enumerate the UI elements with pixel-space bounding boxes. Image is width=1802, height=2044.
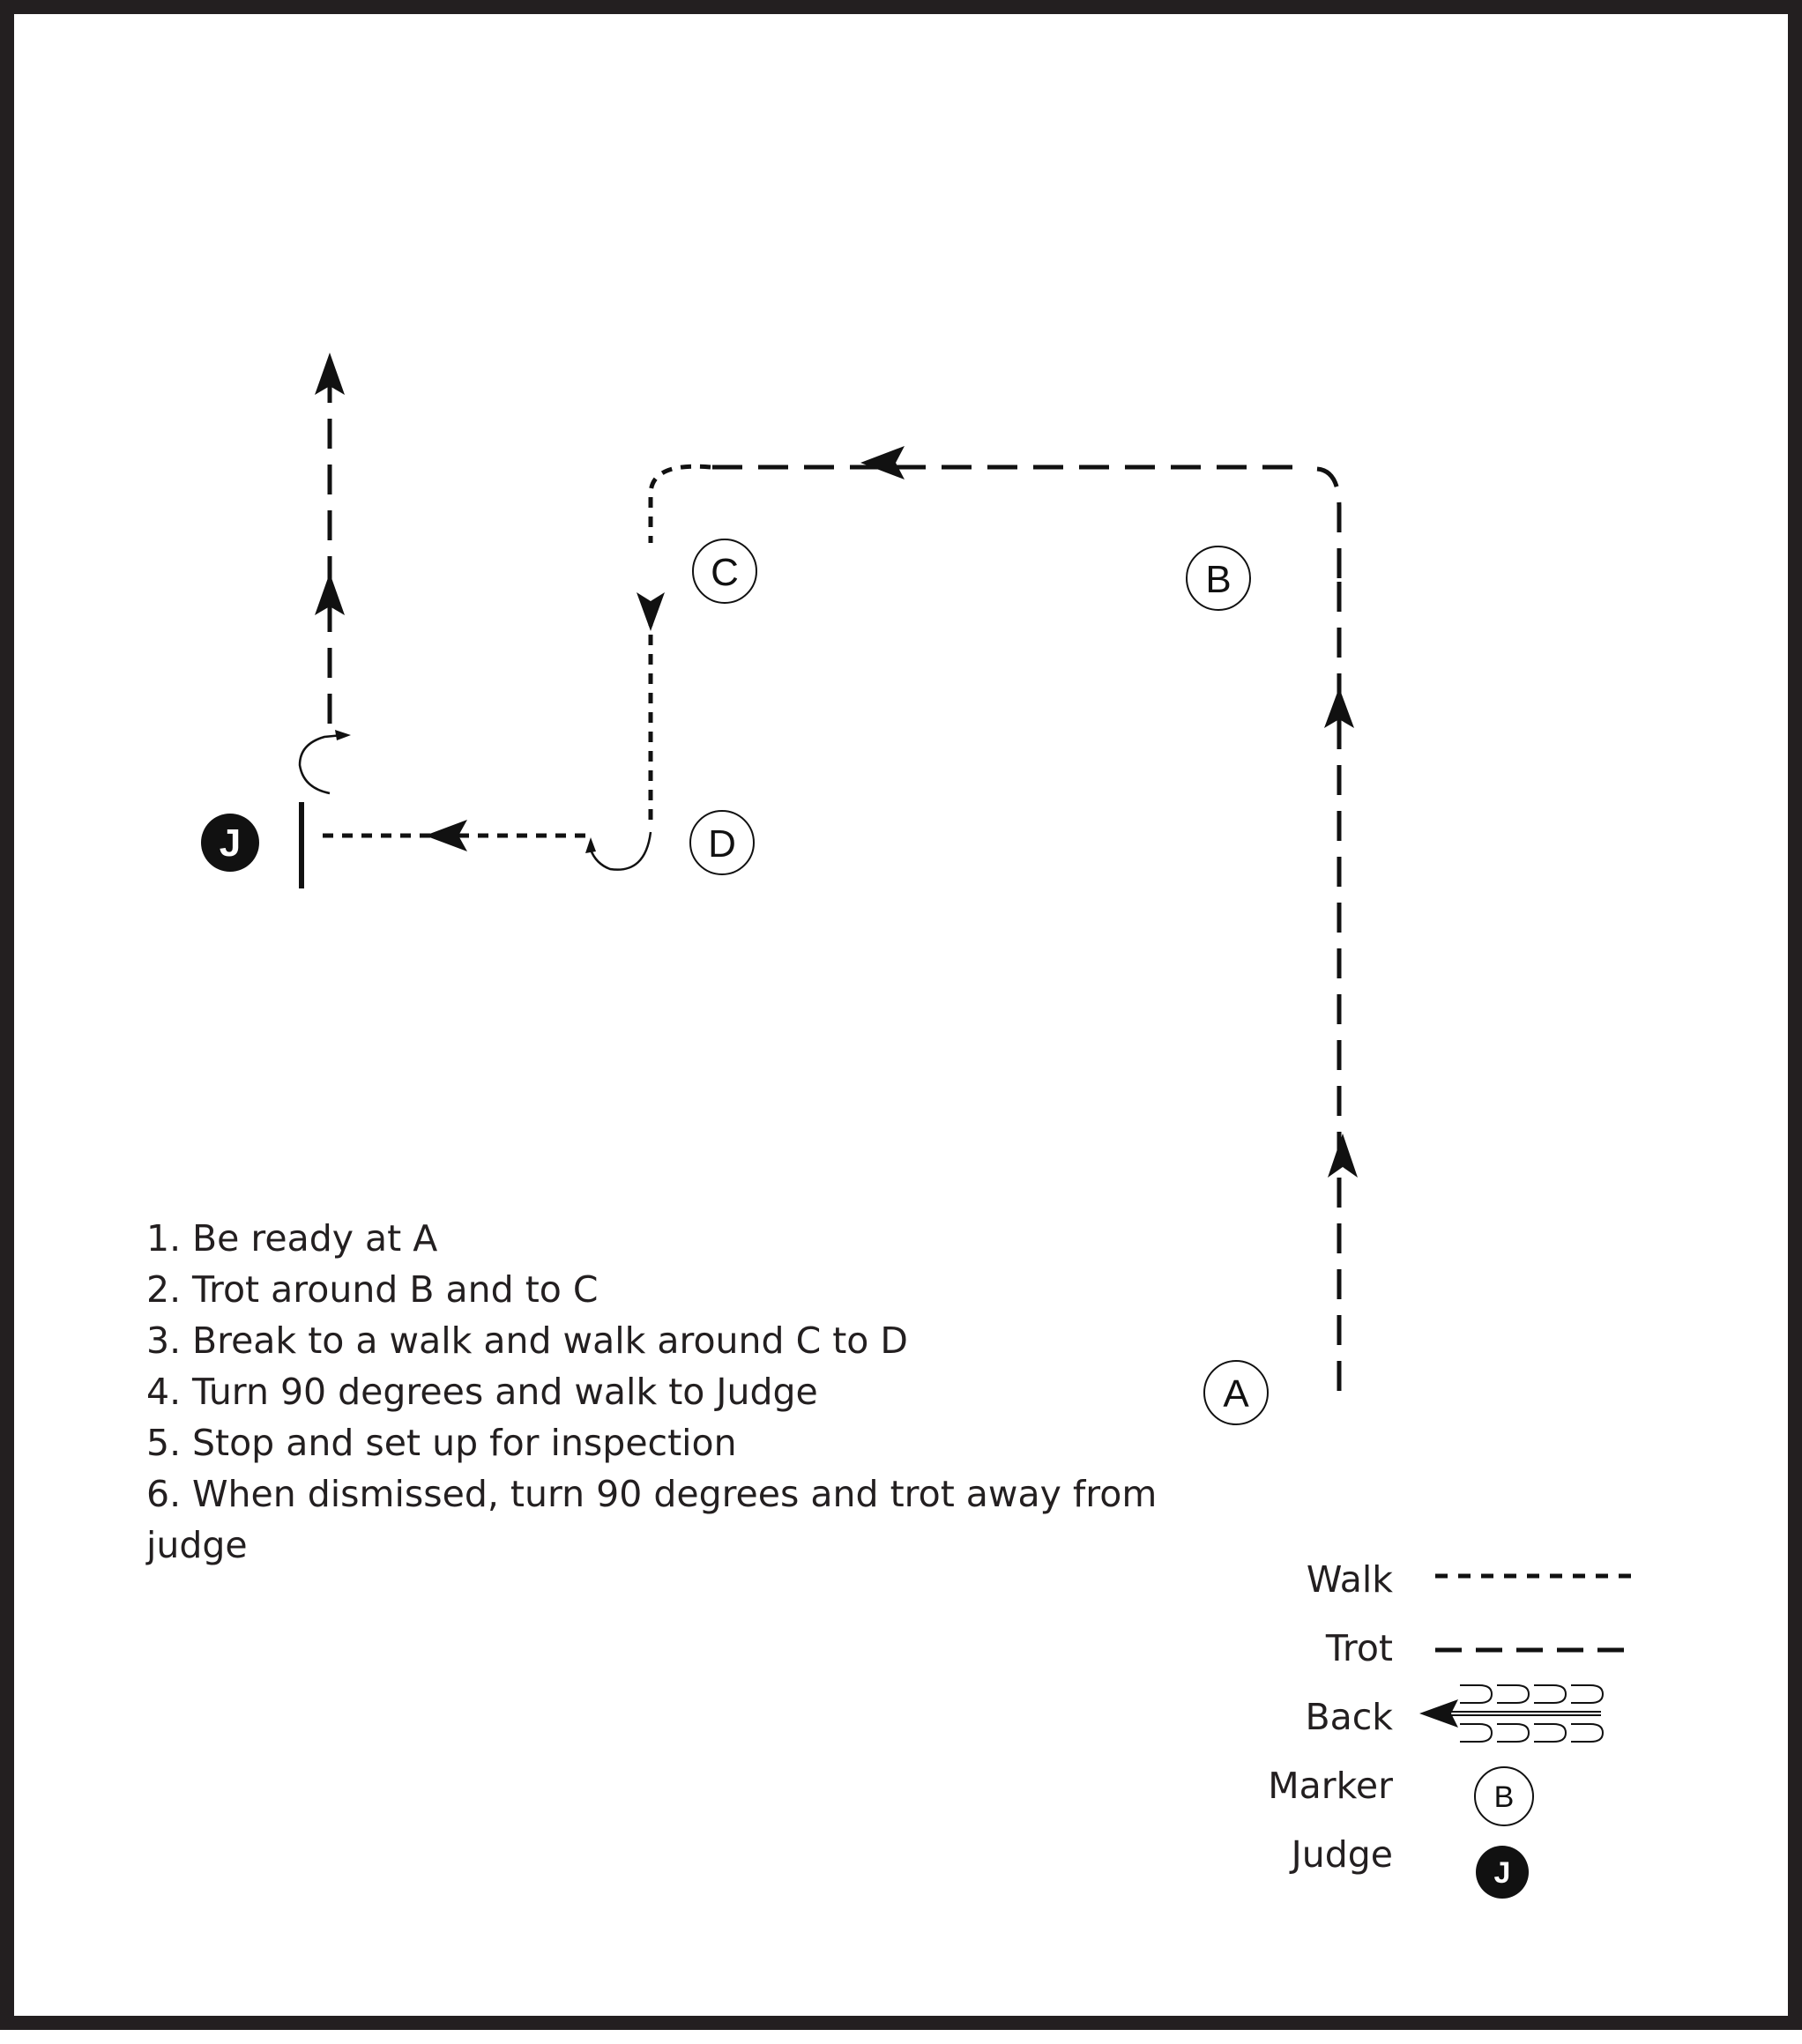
walk-corner-c xyxy=(648,464,711,543)
instruction-item: 2.Trot around B and to C xyxy=(146,1264,1187,1315)
judge-circle xyxy=(201,814,259,872)
turn-arrowhead-judge xyxy=(335,730,351,740)
legend-marker-letter: B xyxy=(1494,1780,1515,1814)
instruction-text: Turn 90 degrees and walk to Judge xyxy=(192,1371,818,1413)
marker-a-circle xyxy=(1203,1360,1269,1425)
arrow-up-top-left xyxy=(315,353,345,395)
arrow-up-mid-left xyxy=(315,573,345,615)
legend-marker-sample: B xyxy=(1474,1766,1534,1826)
instruction-text: When dismissed, turn 90 degrees and trot… xyxy=(146,1473,1158,1566)
direction-arrows xyxy=(315,353,1358,1178)
marker-a: A xyxy=(1203,1360,1269,1425)
instruction-item: 3.Break to a walk and walk around C to D xyxy=(146,1315,1187,1366)
legend-judge-sample: J xyxy=(1476,1846,1529,1899)
walk-path xyxy=(314,464,711,838)
legend-judge-letter: J xyxy=(1494,1856,1511,1890)
turn-arrowhead-d xyxy=(585,837,596,853)
legend-trot-label: Trot xyxy=(1325,1627,1393,1669)
marker-a-letter: A xyxy=(1223,1372,1249,1416)
legend-back-symbol xyxy=(1419,1684,1605,1743)
instruction-text: Trot around B and to C xyxy=(192,1268,599,1311)
instruction-number: 1. xyxy=(146,1217,182,1260)
marker-b-letter: B xyxy=(1205,558,1231,601)
instruction-text: Stop and set up for inspection xyxy=(192,1422,737,1464)
marker-d-letter: D xyxy=(708,822,736,866)
arrow-left-top xyxy=(860,446,905,479)
instruction-text: Break to a walk and walk around C to D xyxy=(192,1319,908,1362)
instruction-text: Be ready at A xyxy=(192,1217,438,1260)
turn-at-d xyxy=(585,831,652,871)
instruction-item: 5.Stop and set up for inspection xyxy=(146,1417,1187,1468)
turn-arc-d xyxy=(589,831,652,871)
marker-c: C xyxy=(692,539,757,604)
marker-d-circle xyxy=(689,810,755,875)
pattern-diagram: C B D A J xyxy=(201,353,1634,1899)
instructions-list: 1.Be ready at A 2.Trot around B and to C… xyxy=(146,1213,1187,1571)
instruction-number: 6. xyxy=(146,1473,182,1515)
arrow-up-lower-right xyxy=(1328,1133,1358,1178)
turn-arc-judge xyxy=(298,733,343,795)
trot-corner-b xyxy=(1316,466,1342,578)
marker-c-letter: C xyxy=(711,551,739,594)
instruction-number: 2. xyxy=(146,1268,182,1311)
instruction-number: 4. xyxy=(146,1371,182,1413)
instruction-number: 5. xyxy=(146,1422,182,1464)
turn-at-judge xyxy=(298,730,351,795)
legend-walk-label: Walk xyxy=(1306,1558,1393,1601)
legend-marker-label: Marker xyxy=(1268,1765,1393,1807)
arrow-down-c xyxy=(637,592,665,631)
legend-judge-label: Judge xyxy=(1291,1833,1393,1876)
marker-b: B xyxy=(1186,546,1251,611)
legend-symbols: B J xyxy=(1419,1573,1634,1899)
marker-b-circle xyxy=(1186,546,1251,611)
marker-c-circle xyxy=(692,539,757,604)
arrow-up-upper-right xyxy=(1324,688,1354,728)
legend-back-label: Back xyxy=(1305,1696,1393,1738)
instruction-item: 4.Turn 90 degrees and walk to Judge xyxy=(146,1366,1187,1417)
trot-path xyxy=(711,465,1342,1391)
instruction-item: 1.Be ready at A xyxy=(146,1213,1187,1264)
legend: Walk Trot Back Marker Judge xyxy=(1231,1553,1393,1897)
marker-d: D xyxy=(689,810,755,875)
judge-marker: J xyxy=(201,814,259,872)
instruction-item: 6.When dismissed, turn 90 degrees and tr… xyxy=(146,1468,1187,1571)
arrow-left-walk xyxy=(425,820,467,851)
judge-letter: J xyxy=(220,821,241,865)
instruction-number: 3. xyxy=(146,1319,182,1362)
